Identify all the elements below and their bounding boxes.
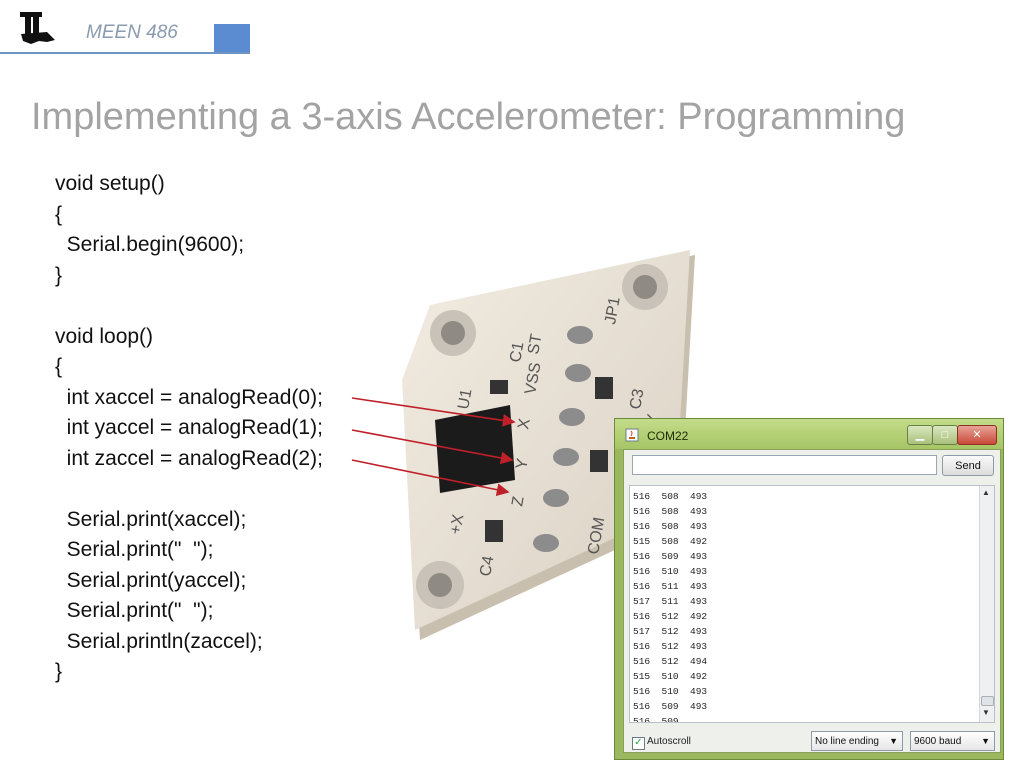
serial-row: 516 509 (633, 716, 679, 723)
minimize-icon[interactable]: ▁ (907, 425, 933, 445)
window-title: COM22 (647, 429, 689, 443)
serial-row: 516 508 493 (633, 521, 708, 532)
window-titlebar[interactable]: COM22 ▁ □ ✕ (615, 419, 1003, 449)
serial-row: 517 511 493 (633, 596, 708, 607)
code-line: Serial.print(" "); (55, 599, 214, 622)
baud-value: 9600 baud (914, 736, 962, 747)
serial-row: 515 508 492 (633, 536, 708, 547)
serial-row: 515 510 492 (633, 671, 708, 682)
code-line: void loop() (55, 324, 154, 348)
serial-output-rows: 516 508 493 516 508 493 516 508 493 515 508… (633, 489, 708, 723)
code-line: Serial.print(" "); (55, 538, 214, 561)
label-c4: C4 (477, 555, 497, 578)
serial-row: 516 512 492 (633, 611, 708, 622)
label-c3: C3 (627, 388, 647, 411)
arrow-z (351, 459, 510, 497)
code-line: int zaccel = analogRead(2); (55, 446, 323, 470)
send-button[interactable]: Send (942, 455, 994, 476)
serial-row: 516 512 493 (633, 641, 708, 652)
label-x: X (515, 417, 534, 431)
serial-row: 517 512 493 (633, 626, 708, 637)
code-line: void setup() (55, 172, 165, 195)
accent-block (214, 24, 250, 52)
serial-row: 516 509 493 (633, 551, 708, 562)
code-line: { (55, 355, 63, 378)
code-listing: void setup() { Serial.begin(9600);} void … (55, 169, 395, 688)
line-ending-select[interactable]: No line ending ▼ (811, 731, 903, 751)
serial-row: 516 511 493 (633, 581, 708, 592)
scroll-down-icon[interactable]: ▼ (982, 708, 990, 717)
dropdown-caret-icon: ▼ (889, 736, 898, 746)
close-icon[interactable]: ✕ (957, 425, 997, 445)
code-line: } (55, 660, 63, 683)
label-plus-x: +X (447, 513, 467, 536)
code-line: Serial.print(xaccel); (55, 507, 247, 531)
label-u1: U1 (455, 388, 475, 411)
serial-row: 516 509 493 (633, 701, 708, 712)
serial-row: 516 508 493 (633, 506, 708, 517)
label-z: Z (509, 495, 527, 508)
scroll-up-icon[interactable]: ▲ (982, 488, 990, 497)
code-line: Serial.print(yaccel); (55, 568, 247, 592)
label-vss: VSS (522, 361, 544, 395)
maximize-icon[interactable]: □ (932, 425, 958, 445)
line-ending-value: No line ending (815, 736, 879, 747)
slide-title: Implementing a 3-axis Accelerometer: Pro… (31, 96, 906, 138)
code-line: Serial.begin(9600); (55, 233, 245, 256)
serial-output-area[interactable]: 516 508 493 516 508 493 516 508 493 515 508… (629, 485, 995, 723)
label-c1: C1 (507, 341, 527, 364)
header-rule (0, 52, 250, 54)
label-st: ST (525, 332, 545, 355)
university-logo-icon (20, 12, 55, 44)
scrollbar[interactable]: ▲ ▼ (979, 486, 994, 722)
serial-row: 516 508 493 (633, 491, 708, 502)
code-line: int xaccel = analogRead(0); (55, 385, 323, 409)
code-line: Serial.println(zaccel); (55, 629, 263, 653)
code-line: int yaccel = analogRead(1); (55, 416, 323, 439)
label-y: Y (513, 457, 532, 471)
serial-row: 516 510 493 (633, 566, 708, 577)
code-line: { (55, 202, 63, 226)
java-cup-icon (625, 428, 639, 442)
label-jp1: JP1 (602, 295, 624, 325)
code-line: } (55, 263, 63, 287)
course-label: MEEN 486 (86, 22, 178, 43)
send-input[interactable] (632, 455, 937, 475)
arrow-x (351, 397, 516, 427)
scroll-thumb[interactable] (981, 696, 994, 706)
label-com: COM (585, 516, 608, 556)
baud-select[interactable]: 9600 baud ▼ (910, 731, 995, 751)
arrow-y (351, 429, 514, 465)
dropdown-caret-icon: ▼ (981, 736, 990, 746)
serial-row: 516 510 493 (633, 686, 708, 697)
serial-row: 516 512 494 (633, 656, 708, 667)
autoscroll-label: Autoscroll (647, 736, 691, 747)
autoscroll-checkbox[interactable]: ✓ (632, 737, 645, 750)
